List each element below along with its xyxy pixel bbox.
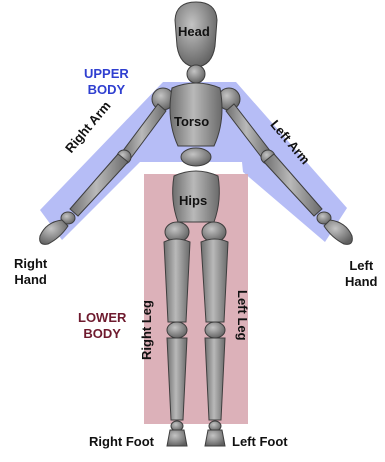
left-hand-label: Left Hand [345, 258, 378, 290]
hips-label: Hips [179, 193, 207, 209]
upper-body-label-line1: UPPER [84, 66, 129, 82]
right-knee-shape [167, 322, 187, 338]
right-shin-shape [167, 338, 187, 420]
left-shin-shape [205, 338, 225, 420]
lower-body-label-line1: LOWER [78, 310, 126, 326]
right-thigh-shape [164, 239, 190, 322]
left-foot-shape [205, 430, 225, 446]
left-knee-shape [205, 322, 225, 338]
right-hand-label-line2: Hand [14, 272, 47, 288]
right-hand-label: Right Hand [14, 256, 47, 288]
left-thigh-shape [201, 239, 228, 322]
torso-label: Torso [174, 114, 209, 130]
right-foot-label: Right Foot [89, 434, 154, 450]
left-leg-label: Left Leg [234, 290, 250, 341]
head-label: Head [178, 24, 210, 40]
lower-body-label: LOWER BODY [78, 310, 126, 342]
right-foot-shape [167, 430, 187, 446]
left-hand-shape [324, 220, 352, 244]
lower-body-label-line2: BODY [78, 326, 126, 342]
left-hand-label-line1: Left [345, 258, 378, 274]
right-hand-label-line1: Right [14, 256, 47, 272]
upper-body-label-line2: BODY [84, 82, 129, 98]
right-leg-label: Right Leg [139, 300, 155, 360]
upper-body-label: UPPER BODY [84, 66, 129, 98]
waist-shape [181, 148, 211, 166]
neck-shape [187, 65, 205, 83]
left-foot-label: Left Foot [232, 434, 288, 450]
right-hand-shape [40, 220, 68, 244]
left-hand-label-line2: Hand [345, 274, 378, 290]
